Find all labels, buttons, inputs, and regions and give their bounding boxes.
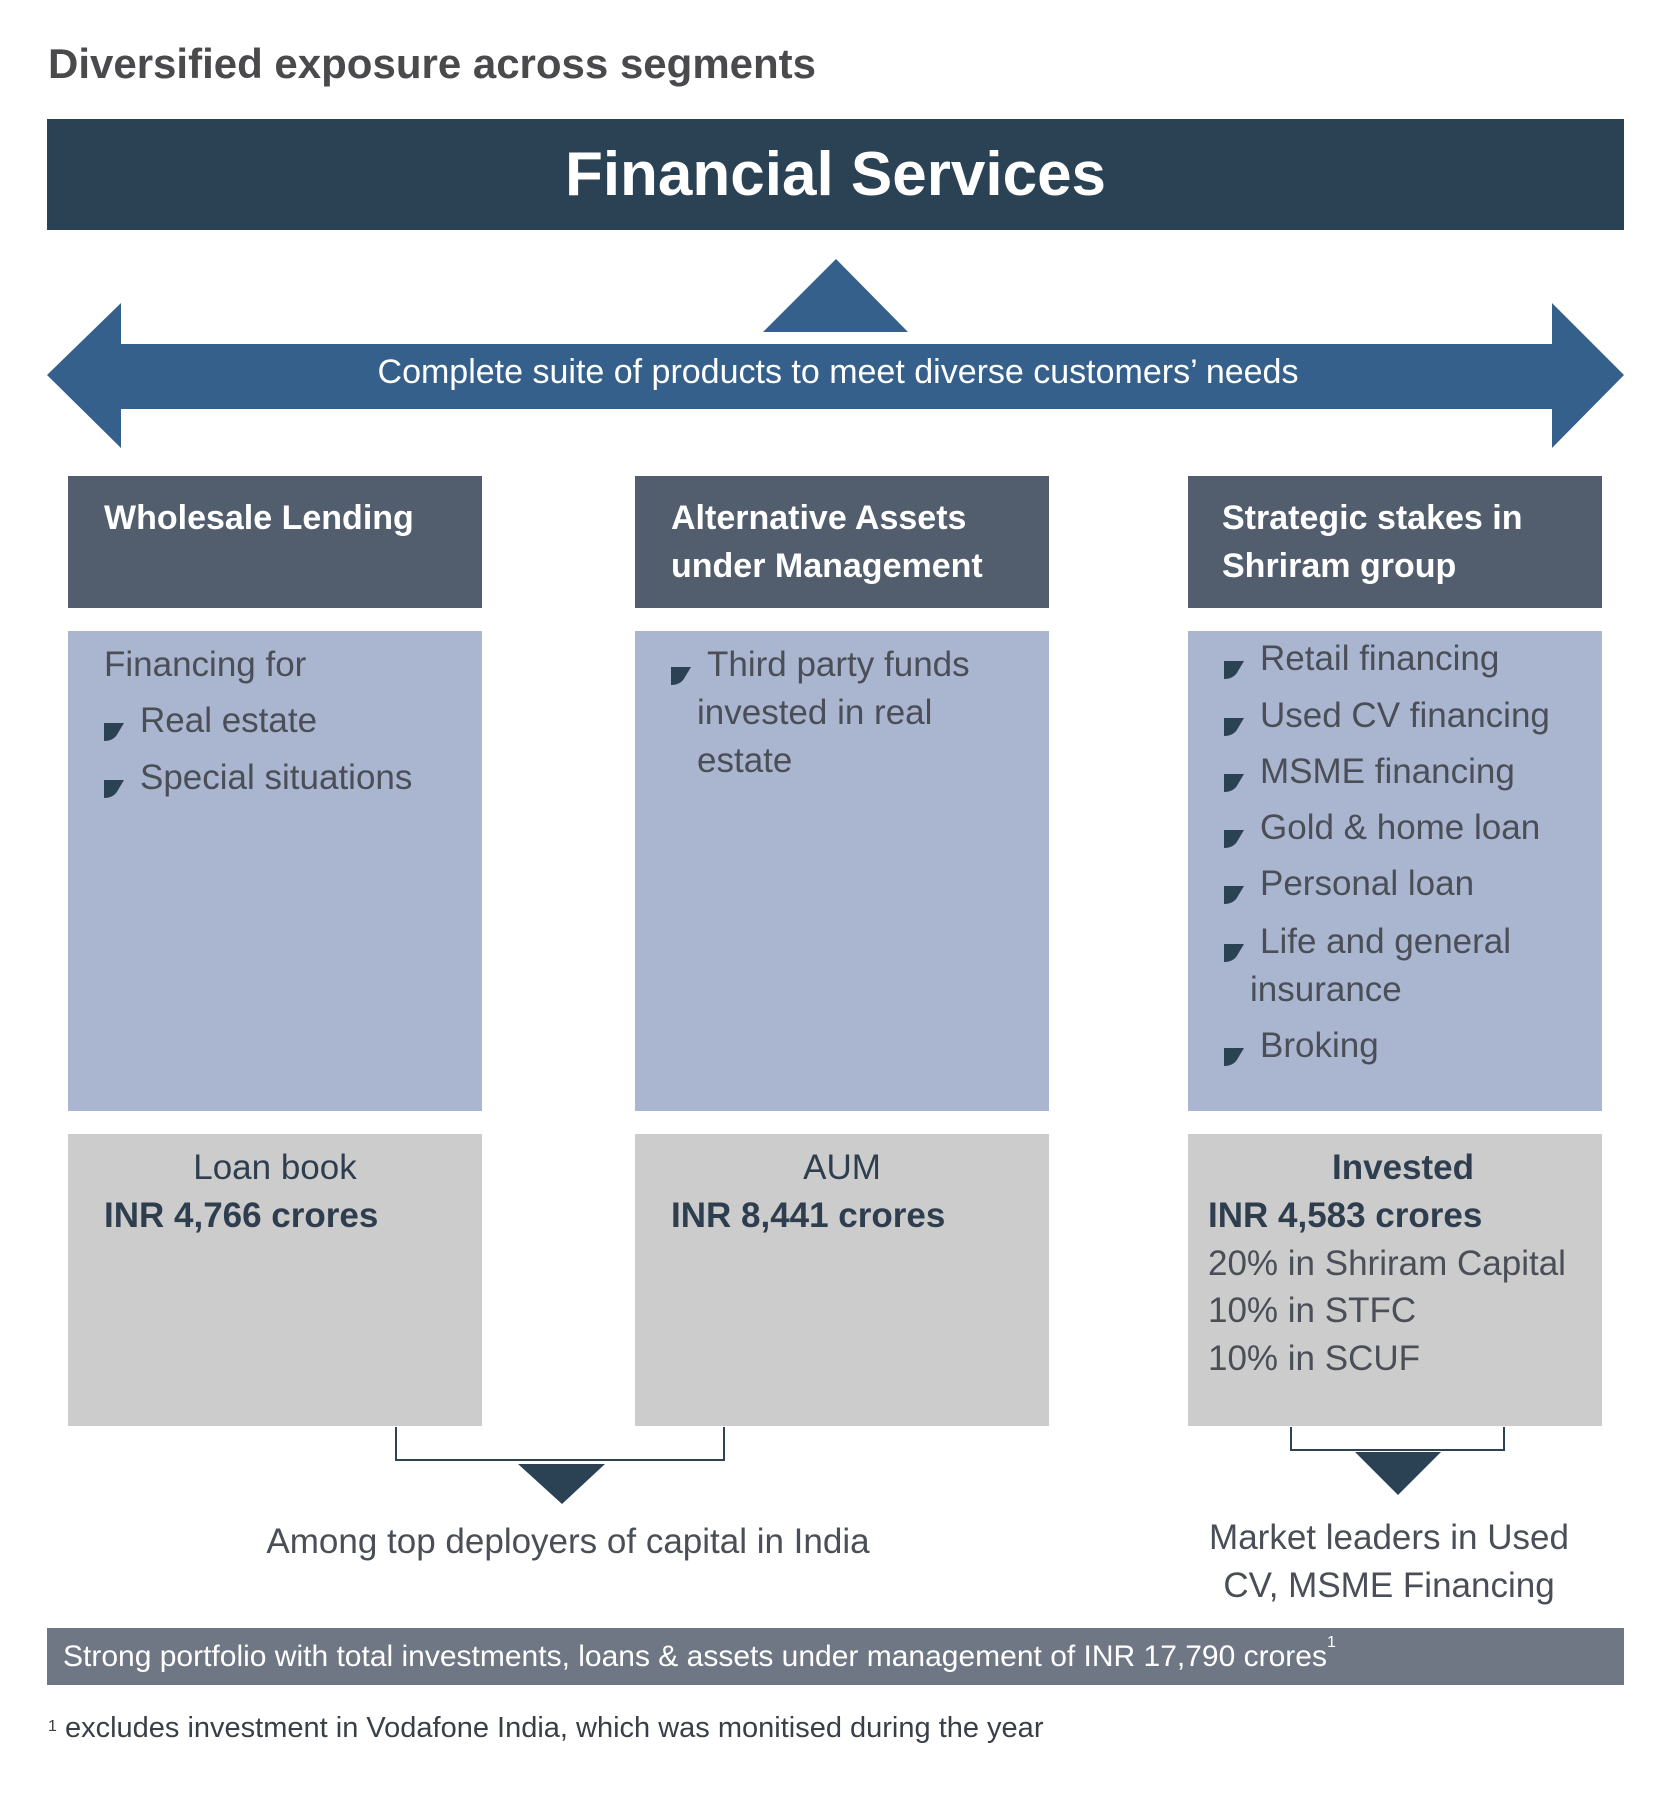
stake-line: 20% in Shriram Capital	[1208, 1244, 1566, 1283]
header-alternative-assets: Alternative Assets under Management	[635, 476, 1049, 608]
invested-box: Invested INR 4,583 crores 20% in Shriram…	[1188, 1134, 1602, 1426]
list-item: Used CV financing	[1260, 696, 1550, 735]
list-item: Retail financing	[1260, 639, 1500, 678]
bullet-icon	[1224, 944, 1244, 962]
metric-label: Invested	[1332, 1148, 1474, 1187]
list-item-cont: insurance	[1250, 970, 1402, 1009]
outcome-left: Among top deployers of capital in India	[266, 1522, 870, 1561]
bullet-icon	[1224, 830, 1244, 848]
strategic-stakes-details-box: Retail financing Used CV financing MSME …	[1188, 631, 1602, 1111]
header-wholesale-lending: Wholesale Lending	[68, 476, 482, 608]
header-strategic-stakes: Strategic stakes in Shriram group	[1188, 476, 1602, 608]
list-item-cont: estate	[697, 741, 793, 780]
banner-title: Financial Services	[564, 140, 1107, 209]
outcome-right-line2: CV, MSME Financing	[1223, 1566, 1555, 1605]
bullet-icon	[1224, 661, 1244, 679]
alternative-assets-details-box: Third party funds invested in real estat…	[635, 631, 1049, 1111]
portfolio-summary-bar: Strong portfolio with total investments,…	[47, 1628, 1624, 1685]
footnote-ref: 1	[1326, 1634, 1336, 1651]
header-line: Alternative Assets	[671, 499, 967, 537]
metric-value: INR 4,583 crores	[1208, 1196, 1483, 1235]
bullet-icon	[104, 780, 124, 798]
list-item: Personal loan	[1260, 864, 1475, 903]
up-arrow-icon	[763, 259, 908, 332]
bullet-icon	[1224, 1048, 1244, 1066]
arrow-caption: Complete suite of products to meet diver…	[377, 353, 1299, 391]
wholesale-details-box: Financing for Real estate Special situat…	[68, 631, 482, 1111]
list-item: Broking	[1260, 1026, 1379, 1065]
metric-value: INR 4,766 crores	[104, 1196, 379, 1235]
list-item: Life and general	[1260, 922, 1512, 961]
metric-label: AUM	[803, 1148, 881, 1187]
list-item: Special situations	[140, 758, 413, 797]
header-line: under Management	[671, 547, 983, 585]
down-arrow-icon	[518, 1464, 605, 1504]
list-item: Real estate	[140, 701, 318, 740]
stake-line: 10% in SCUF	[1208, 1339, 1421, 1378]
aum-box: AUM INR 8,441 crores	[635, 1134, 1049, 1426]
outcome-right-line1: Market leaders in Used	[1209, 1518, 1569, 1557]
bullet-icon	[1224, 774, 1244, 792]
list-item: Gold & home loan	[1260, 808, 1541, 847]
left-bracket	[395, 1427, 725, 1461]
loan-book-box: Loan book INR 4,766 crores	[68, 1134, 482, 1426]
bullet-icon	[104, 723, 124, 741]
down-arrow-icon	[1355, 1452, 1441, 1495]
list-item: MSME financing	[1260, 752, 1515, 791]
intro-text: Financing for	[104, 645, 307, 684]
footnote-text: excludes investment in Vodafone India, w…	[56, 1712, 1044, 1744]
footnote: 1 excludes investment in Vodafone India,…	[48, 1712, 1043, 1745]
header-line: Strategic stakes in	[1222, 499, 1523, 537]
metric-label: Loan book	[193, 1148, 357, 1187]
list-item-cont: invested in real	[697, 693, 933, 732]
footnote-marker: 1	[48, 1718, 57, 1735]
header-line: Wholesale Lending	[104, 499, 414, 537]
page-title: Diversified exposure across segments	[48, 40, 817, 87]
right-bracket	[1290, 1427, 1505, 1451]
financial-services-banner: Financial Services	[47, 119, 1624, 230]
header-line: Shriram group	[1222, 547, 1457, 585]
metric-value: INR 8,441 crores	[671, 1196, 946, 1235]
bullet-icon	[1224, 718, 1244, 736]
bullet-icon	[1224, 886, 1244, 904]
double-arrow-icon	[47, 303, 1624, 448]
stake-line: 10% in STFC	[1208, 1291, 1417, 1330]
list-item: Third party funds	[707, 645, 970, 684]
bullet-icon	[671, 667, 691, 685]
summary-text: Strong portfolio with total investments,…	[63, 1640, 1327, 1673]
